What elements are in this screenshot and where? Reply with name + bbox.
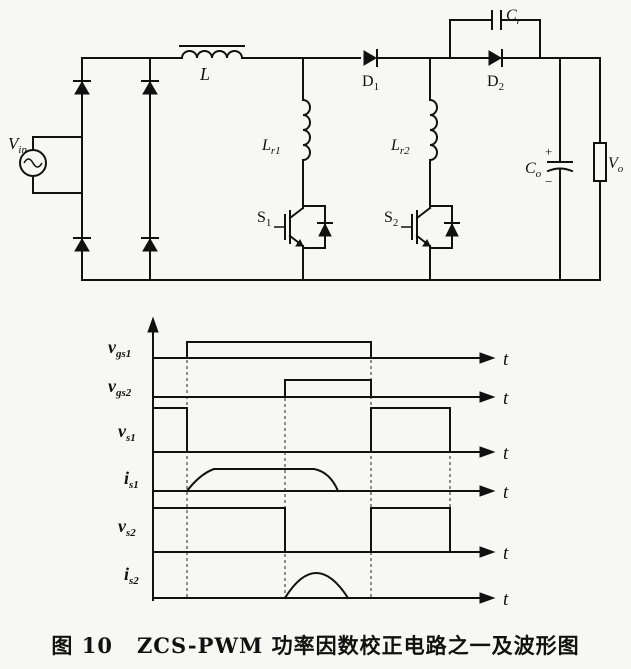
lr1-label: Lr1 <box>261 137 281 157</box>
t-label: t <box>503 589 509 610</box>
vin-label: Vin <box>8 134 27 156</box>
time-axes <box>152 352 496 604</box>
inductor-label: L <box>199 64 210 84</box>
co-plus: + <box>545 144 552 159</box>
d1-label: D1 <box>362 73 379 93</box>
ac-source: Vin <box>8 134 83 194</box>
t-label: t <box>503 443 509 464</box>
wave-vgs1 <box>186 341 372 359</box>
figure-title: ZCS-PWM 功率因数校正电路之一及波形图 <box>136 633 580 658</box>
d2-label: D2 <box>487 73 504 93</box>
co-label: Co <box>525 160 542 180</box>
wave-is1 <box>185 468 340 493</box>
waveform-traces <box>152 341 451 600</box>
diode-d1: D1 <box>362 49 541 93</box>
wave-vs2 <box>152 507 451 553</box>
switch-s2: S2 <box>384 195 460 281</box>
row-label-vs2: vs2 <box>118 516 136 539</box>
figure-number: 图 10 <box>51 633 113 658</box>
row-label-is1: is1 <box>124 468 139 491</box>
row-label-is2: is2 <box>124 564 139 587</box>
timing-diagram: t t t t t t vgs1 vgs2 vs1 is1 vs2 is2 <box>108 316 509 610</box>
row-labels: vgs1 vgs2 vs1 is1 vs2 is2 <box>108 337 139 587</box>
row-label-vgs1: vgs1 <box>108 337 131 360</box>
row-label-vs1: vs1 <box>118 421 136 444</box>
row-label-vgs2: vgs2 <box>108 376 132 399</box>
figure-caption: 图 10 ZCS-PWM 功率因数校正电路之一及波形图 <box>0 630 631 660</box>
s1-label: S1 <box>257 209 271 229</box>
wave-vgs2 <box>284 379 372 398</box>
bridge-rectifier <box>73 57 601 281</box>
wave-is2 <box>283 572 350 600</box>
boost-inductor: L <box>179 45 361 84</box>
branch-1: Lr1 S1 <box>257 57 333 281</box>
wave-vs1 <box>152 407 451 453</box>
bridge-diode <box>141 80 159 95</box>
vo-label: Vo <box>608 155 624 175</box>
output-stage: + − Co Vo <box>525 57 624 281</box>
vertical-axis-arrow <box>147 316 159 333</box>
circuit-diagram: Vin L Lr1 <box>8 7 624 281</box>
s2-label: S2 <box>384 209 398 229</box>
cr-label: Cr <box>506 7 522 27</box>
t-label: t <box>503 543 509 564</box>
bridge-diode <box>141 237 159 252</box>
t-label: t <box>503 482 509 503</box>
diode-d2-with-cr: Cr D2 <box>449 7 541 93</box>
co-minus: − <box>545 174 552 189</box>
lr2-label: Lr2 <box>390 137 410 157</box>
time-labels: t t t t t t <box>503 349 509 610</box>
branch-2: Lr2 S2 <box>384 57 460 281</box>
bridge-diode <box>73 80 91 95</box>
t-label: t <box>503 388 509 409</box>
t-label: t <box>503 349 509 370</box>
switch-s1: S1 <box>257 195 333 281</box>
bridge-diode <box>73 237 91 252</box>
